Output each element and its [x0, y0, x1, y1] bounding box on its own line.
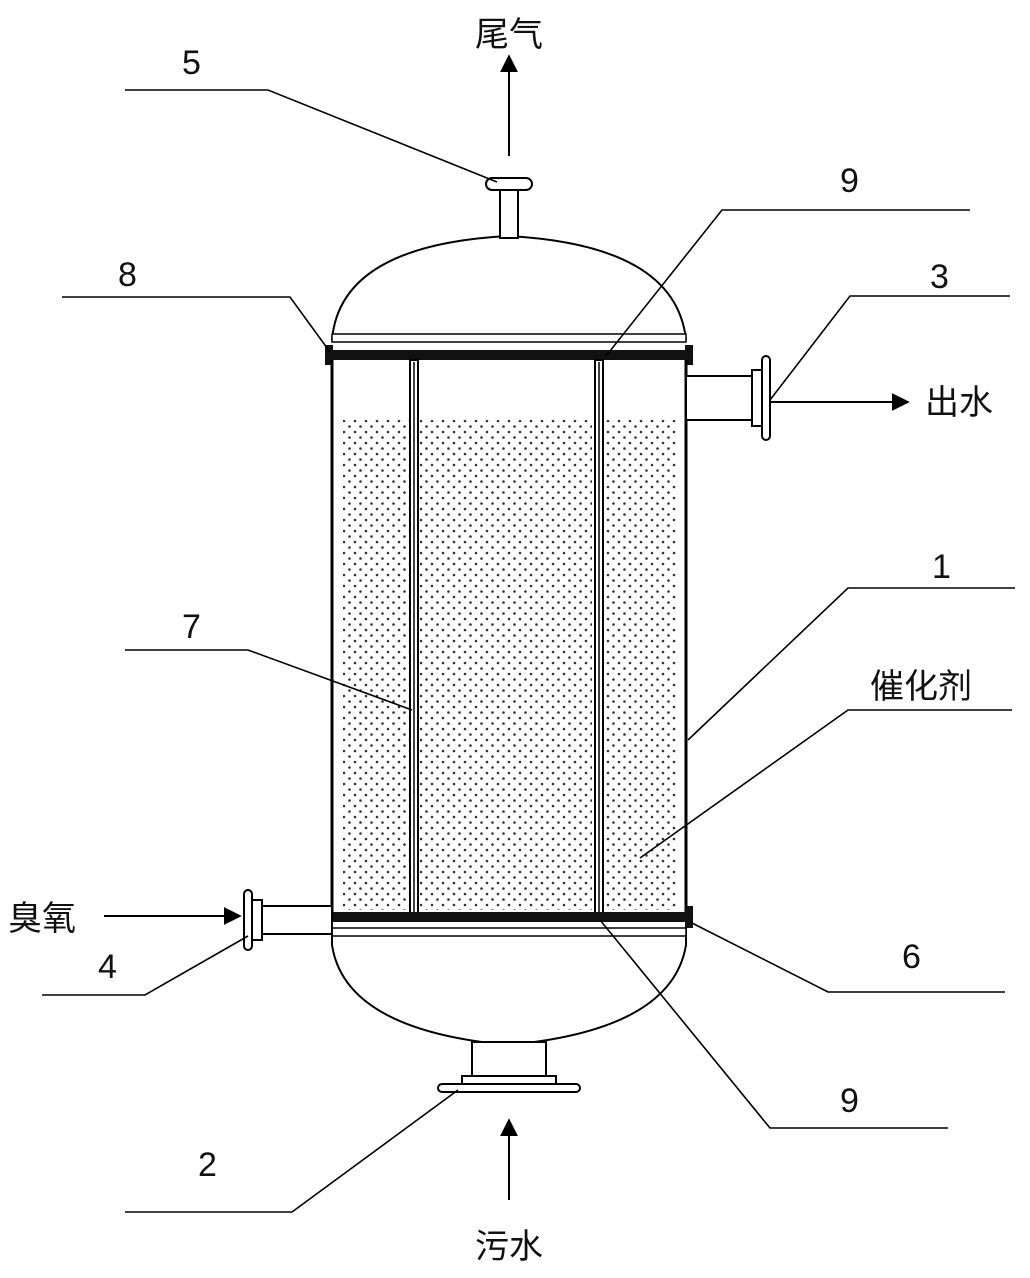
leader-lines — [42, 89, 1015, 1213]
callout-2: 2 — [198, 1146, 217, 1184]
lower-support-plate — [328, 912, 690, 922]
lower-flange-right — [685, 906, 693, 928]
sewage-inlet-nozzle — [437, 1041, 581, 1093]
bottom-head-band — [331, 927, 687, 937]
top-head — [331, 234, 687, 341]
tail-gas-label: 尾气 — [475, 16, 543, 54]
upper-flange-left — [325, 345, 333, 365]
top-head-band — [331, 333, 687, 343]
upper-support-plate — [328, 350, 690, 360]
catalyst-zone-right — [606, 420, 678, 910]
bottom-head — [331, 922, 687, 1047]
leader-9-top — [605, 209, 970, 357]
leader-6 — [689, 921, 1005, 993]
callout-7: 7 — [182, 608, 201, 646]
callout-1: 1 — [932, 548, 951, 586]
leader-8 — [62, 296, 331, 353]
callout-5: 5 — [182, 44, 201, 82]
ozone-label: 臭氧 — [8, 900, 76, 938]
leader-1 — [687, 587, 1015, 741]
callout-3: 3 — [930, 258, 949, 296]
catalyst-zone-center — [420, 420, 592, 910]
outlet-water-label: 出水 — [925, 384, 993, 422]
catalyst-zone-left — [343, 420, 409, 910]
catalyst-label: 催化剂 — [870, 668, 972, 706]
leader-9-bottom — [599, 919, 948, 1129]
leader-catalyst — [639, 709, 1012, 859]
leader-4 — [42, 935, 249, 996]
leader-3 — [769, 295, 1010, 401]
callout-8: 8 — [118, 256, 137, 294]
ozone-inlet-nozzle — [243, 889, 333, 951]
leader-2 — [125, 1089, 459, 1213]
outlet-nozzle — [685, 355, 771, 441]
callout-9-top: 9 — [840, 162, 859, 200]
upper-flange-right — [685, 345, 693, 365]
leader-5 — [125, 89, 498, 183]
callout-6: 6 — [902, 938, 921, 976]
sewage-label: 污水 — [475, 1228, 543, 1266]
callout-9-bottom: 9 — [840, 1082, 859, 1120]
catalyst-bed — [343, 420, 678, 910]
leader-7 — [125, 649, 413, 711]
callout-4: 4 — [98, 948, 117, 986]
tail-gas-nozzle — [485, 177, 533, 239]
